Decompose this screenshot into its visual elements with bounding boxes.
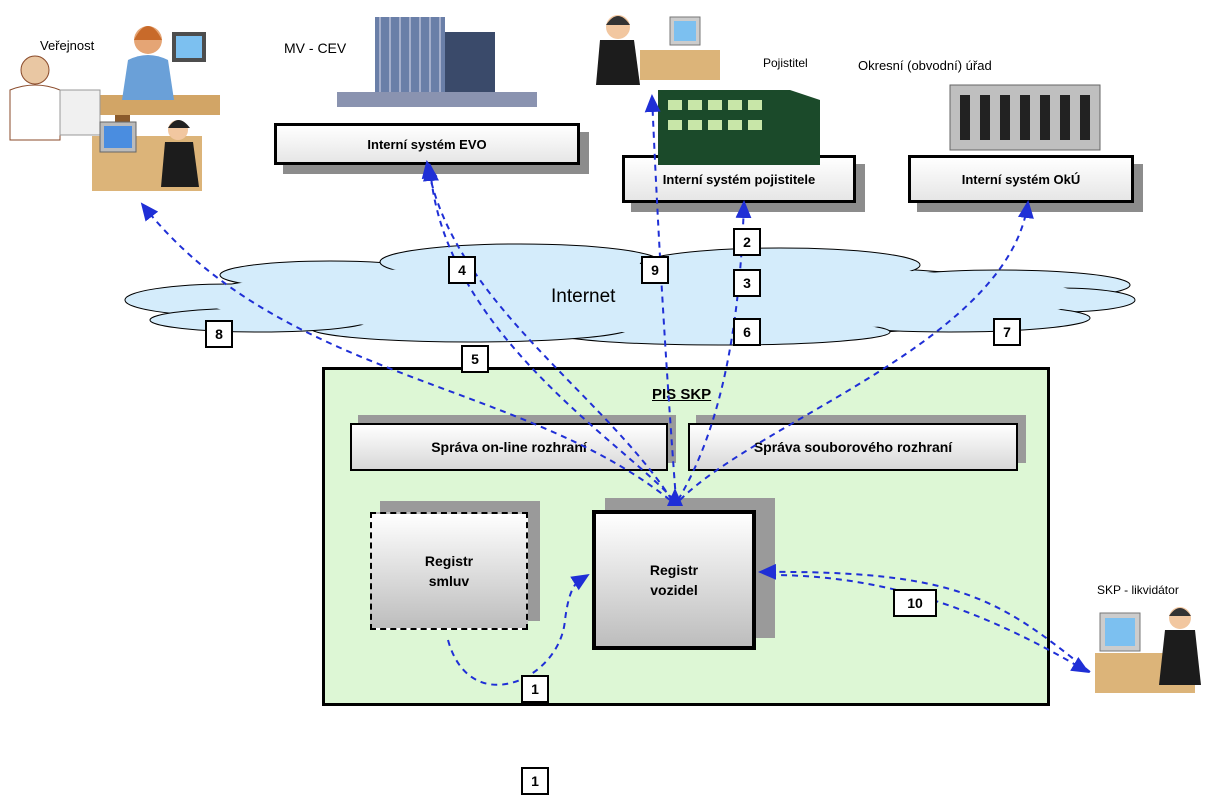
district-office-building-illustration bbox=[949, 84, 1101, 151]
step-10-marker: 10 bbox=[893, 589, 937, 617]
step-8-marker: 8 bbox=[205, 320, 233, 348]
oku-system-box: Interní systém OkÚ bbox=[908, 155, 1134, 203]
arrows-layer bbox=[140, 94, 1091, 686]
step-4-marker: 4 bbox=[448, 256, 476, 284]
step-6-marker: 6 bbox=[733, 318, 761, 346]
public-people-illustration bbox=[9, 26, 220, 191]
district-office-label: Okresní (obvodní) úřad bbox=[858, 58, 992, 73]
liquidator-label: SKP - likvidátor bbox=[1097, 583, 1179, 597]
insurer-label: Pojistitel bbox=[763, 56, 808, 70]
pis-skp-title: PIS SKP bbox=[652, 386, 712, 403]
liquidator-illustration bbox=[1095, 607, 1201, 693]
step-2-marker: 2 bbox=[733, 228, 761, 256]
step-5-marker: 5 bbox=[461, 345, 489, 373]
public-label: Veřejnost bbox=[40, 38, 95, 53]
step-7-marker: 7 bbox=[993, 318, 1021, 346]
insurer-illustration bbox=[596, 15, 820, 165]
ministry-label: MV - CEV bbox=[284, 40, 347, 56]
contracts-register-box: Registr smluv bbox=[370, 512, 528, 630]
step-3-marker: 3 bbox=[733, 269, 761, 297]
ministry-building-illustration bbox=[337, 17, 537, 107]
step-marker-1: 1 bbox=[521, 767, 549, 795]
step-9-marker: 9 bbox=[641, 256, 669, 284]
internet-label: Internet bbox=[551, 286, 616, 307]
vehicles-register-box: Registr vozidel bbox=[592, 510, 756, 650]
file-interface-box: Správa souborového rozhraní bbox=[688, 423, 1018, 471]
step-1-visible-marker: 1 bbox=[521, 675, 549, 703]
